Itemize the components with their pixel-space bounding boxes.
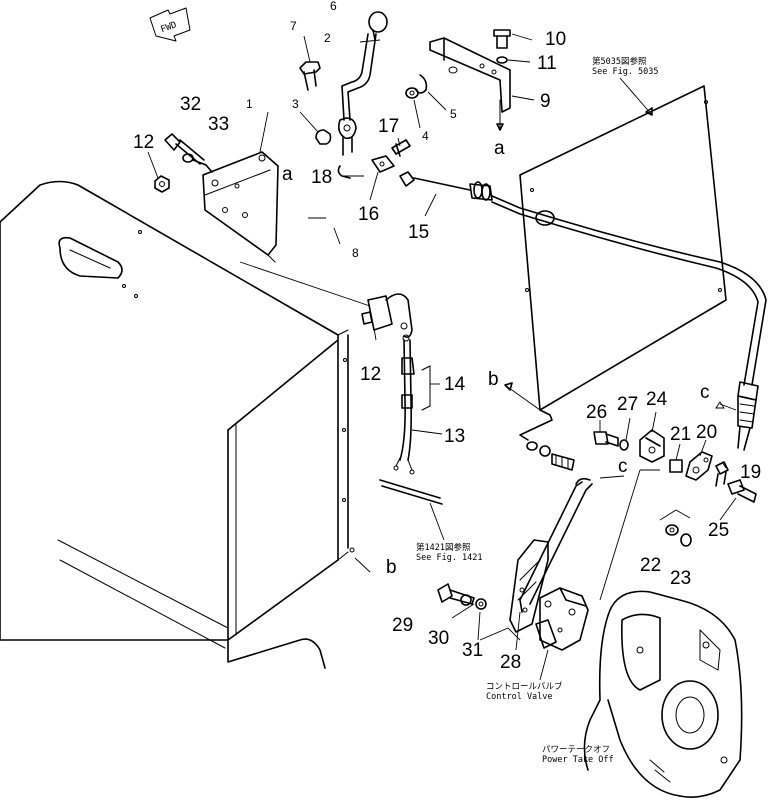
- label-part-26: 26: [586, 402, 607, 423]
- label-part-12-switch: 12: [360, 364, 381, 385]
- forward-label: FWD: [159, 20, 178, 35]
- note-fig5035-jp: 第5035図参照: [592, 56, 647, 67]
- label-part-7: 7: [290, 19, 297, 33]
- small-part-number-labels: 6 2 7 3 1 4 5 8: [246, 0, 457, 260]
- cover-strip: [379, 479, 445, 541]
- control-valve: [535, 587, 589, 681]
- label-part-15: 15: [408, 222, 429, 243]
- note-control-valve-jp: コントロールバルブ: [486, 681, 563, 692]
- note-control-valve-en: Control Valve: [486, 692, 553, 702]
- pin-17: [391, 139, 411, 157]
- washer-22: [665, 524, 679, 536]
- label-part-33: 33: [208, 114, 229, 135]
- clip-18: [337, 165, 351, 179]
- side-panel: [504, 85, 727, 441]
- label-part-3: 3: [292, 97, 299, 111]
- bolt-10: [493, 29, 511, 49]
- label-part-20: 20: [696, 422, 717, 443]
- label-part-18: 18: [311, 167, 332, 188]
- bolt-32: [164, 133, 205, 165]
- washer-5: [415, 74, 428, 94]
- switch-12: [239, 261, 413, 342]
- label-part-2: 2: [324, 31, 331, 45]
- nut-12: [154, 175, 170, 193]
- power-take-off: [583, 469, 743, 798]
- wiring-harness: [393, 339, 431, 475]
- yoke-16: [371, 155, 395, 173]
- panel-bolt-set: [526, 441, 575, 471]
- note-pto-en: Power Take Off: [542, 755, 614, 765]
- bracket-9: [429, 37, 511, 131]
- washer-30: [460, 594, 472, 606]
- washer-33: [182, 153, 213, 173]
- letter-b-panel: b: [488, 369, 499, 390]
- washer-23: [680, 533, 692, 547]
- letter-c-cable: c: [700, 382, 710, 403]
- label-part-16: 16: [358, 204, 379, 225]
- label-part-27: 27: [617, 394, 638, 415]
- bolt-29: [437, 583, 475, 605]
- label-part-6: 6: [330, 0, 337, 13]
- label-part-8: 8: [352, 246, 359, 260]
- mounting-bracket: [202, 151, 279, 263]
- label-part-1: 1: [246, 97, 253, 111]
- label-part-19: 19: [740, 462, 761, 483]
- letter-b-cabinet: b: [386, 557, 397, 578]
- label-part-28: 28: [500, 652, 521, 673]
- letter-a-bracket1: a: [282, 164, 293, 185]
- note-leader-5035: [619, 77, 653, 116]
- bolt-26: [593, 431, 619, 447]
- label-part-23: 23: [670, 568, 691, 589]
- washer-27: [619, 439, 629, 451]
- label-part-17: 17: [378, 116, 399, 137]
- washer-31: [475, 598, 487, 610]
- label-part-14: 14: [444, 374, 466, 395]
- label-part-5: 5: [450, 107, 457, 121]
- label-part-25: 25: [708, 520, 729, 541]
- note-fig1421-jp: 第1421図参照: [416, 542, 471, 553]
- label-part-24: 24: [646, 389, 668, 410]
- label-part-21: 21: [670, 424, 691, 445]
- washer-11: [496, 56, 508, 64]
- note-fig1421-en: See Fig. 1421: [416, 553, 483, 563]
- collar-3: [315, 129, 332, 145]
- control-cable: [399, 171, 767, 451]
- label-part-31: 31: [462, 640, 483, 661]
- label-part-10: 10: [545, 29, 566, 50]
- label-part-12-top: 12: [133, 132, 154, 153]
- forward-arrow-icon: FWD: [149, 7, 191, 42]
- collar-21: [669, 459, 683, 473]
- leader-lines: [147, 33, 737, 641]
- bolt-25: [727, 479, 757, 503]
- label-part-11: 11: [537, 53, 557, 74]
- bolt-19: [715, 461, 729, 487]
- lever-20: [685, 451, 713, 481]
- letter-c-lever: c: [618, 456, 628, 477]
- connection-letters: a a b b c c: [282, 138, 710, 578]
- letter-a-bracket9: a: [494, 138, 505, 159]
- label-part-32: 32: [180, 94, 201, 115]
- label-part-9: 9: [540, 91, 551, 112]
- label-part-13: 13: [444, 426, 465, 447]
- shift-lever: [338, 11, 388, 156]
- reference-notes: 第5035図参照 See Fig. 5035 第1421図参照 See Fig.…: [416, 56, 659, 765]
- label-part-4: 4: [422, 129, 429, 143]
- part-number-labels: 10 11 9 32 33 12 17 18 16 15 12 14 13 26…: [133, 29, 761, 673]
- control-rod: [509, 477, 593, 651]
- label-part-22: 22: [640, 555, 661, 576]
- note-fig5035-en: See Fig. 5035: [592, 67, 659, 77]
- cabinet-body: [0, 180, 355, 669]
- label-part-30: 30: [428, 628, 449, 649]
- leader-22-23: [659, 509, 691, 521]
- note-pto-jp: パワーテークオフ: [542, 745, 610, 755]
- bolt-7: [299, 61, 321, 91]
- label-part-29: 29: [392, 615, 413, 636]
- clamp-24: [639, 429, 665, 463]
